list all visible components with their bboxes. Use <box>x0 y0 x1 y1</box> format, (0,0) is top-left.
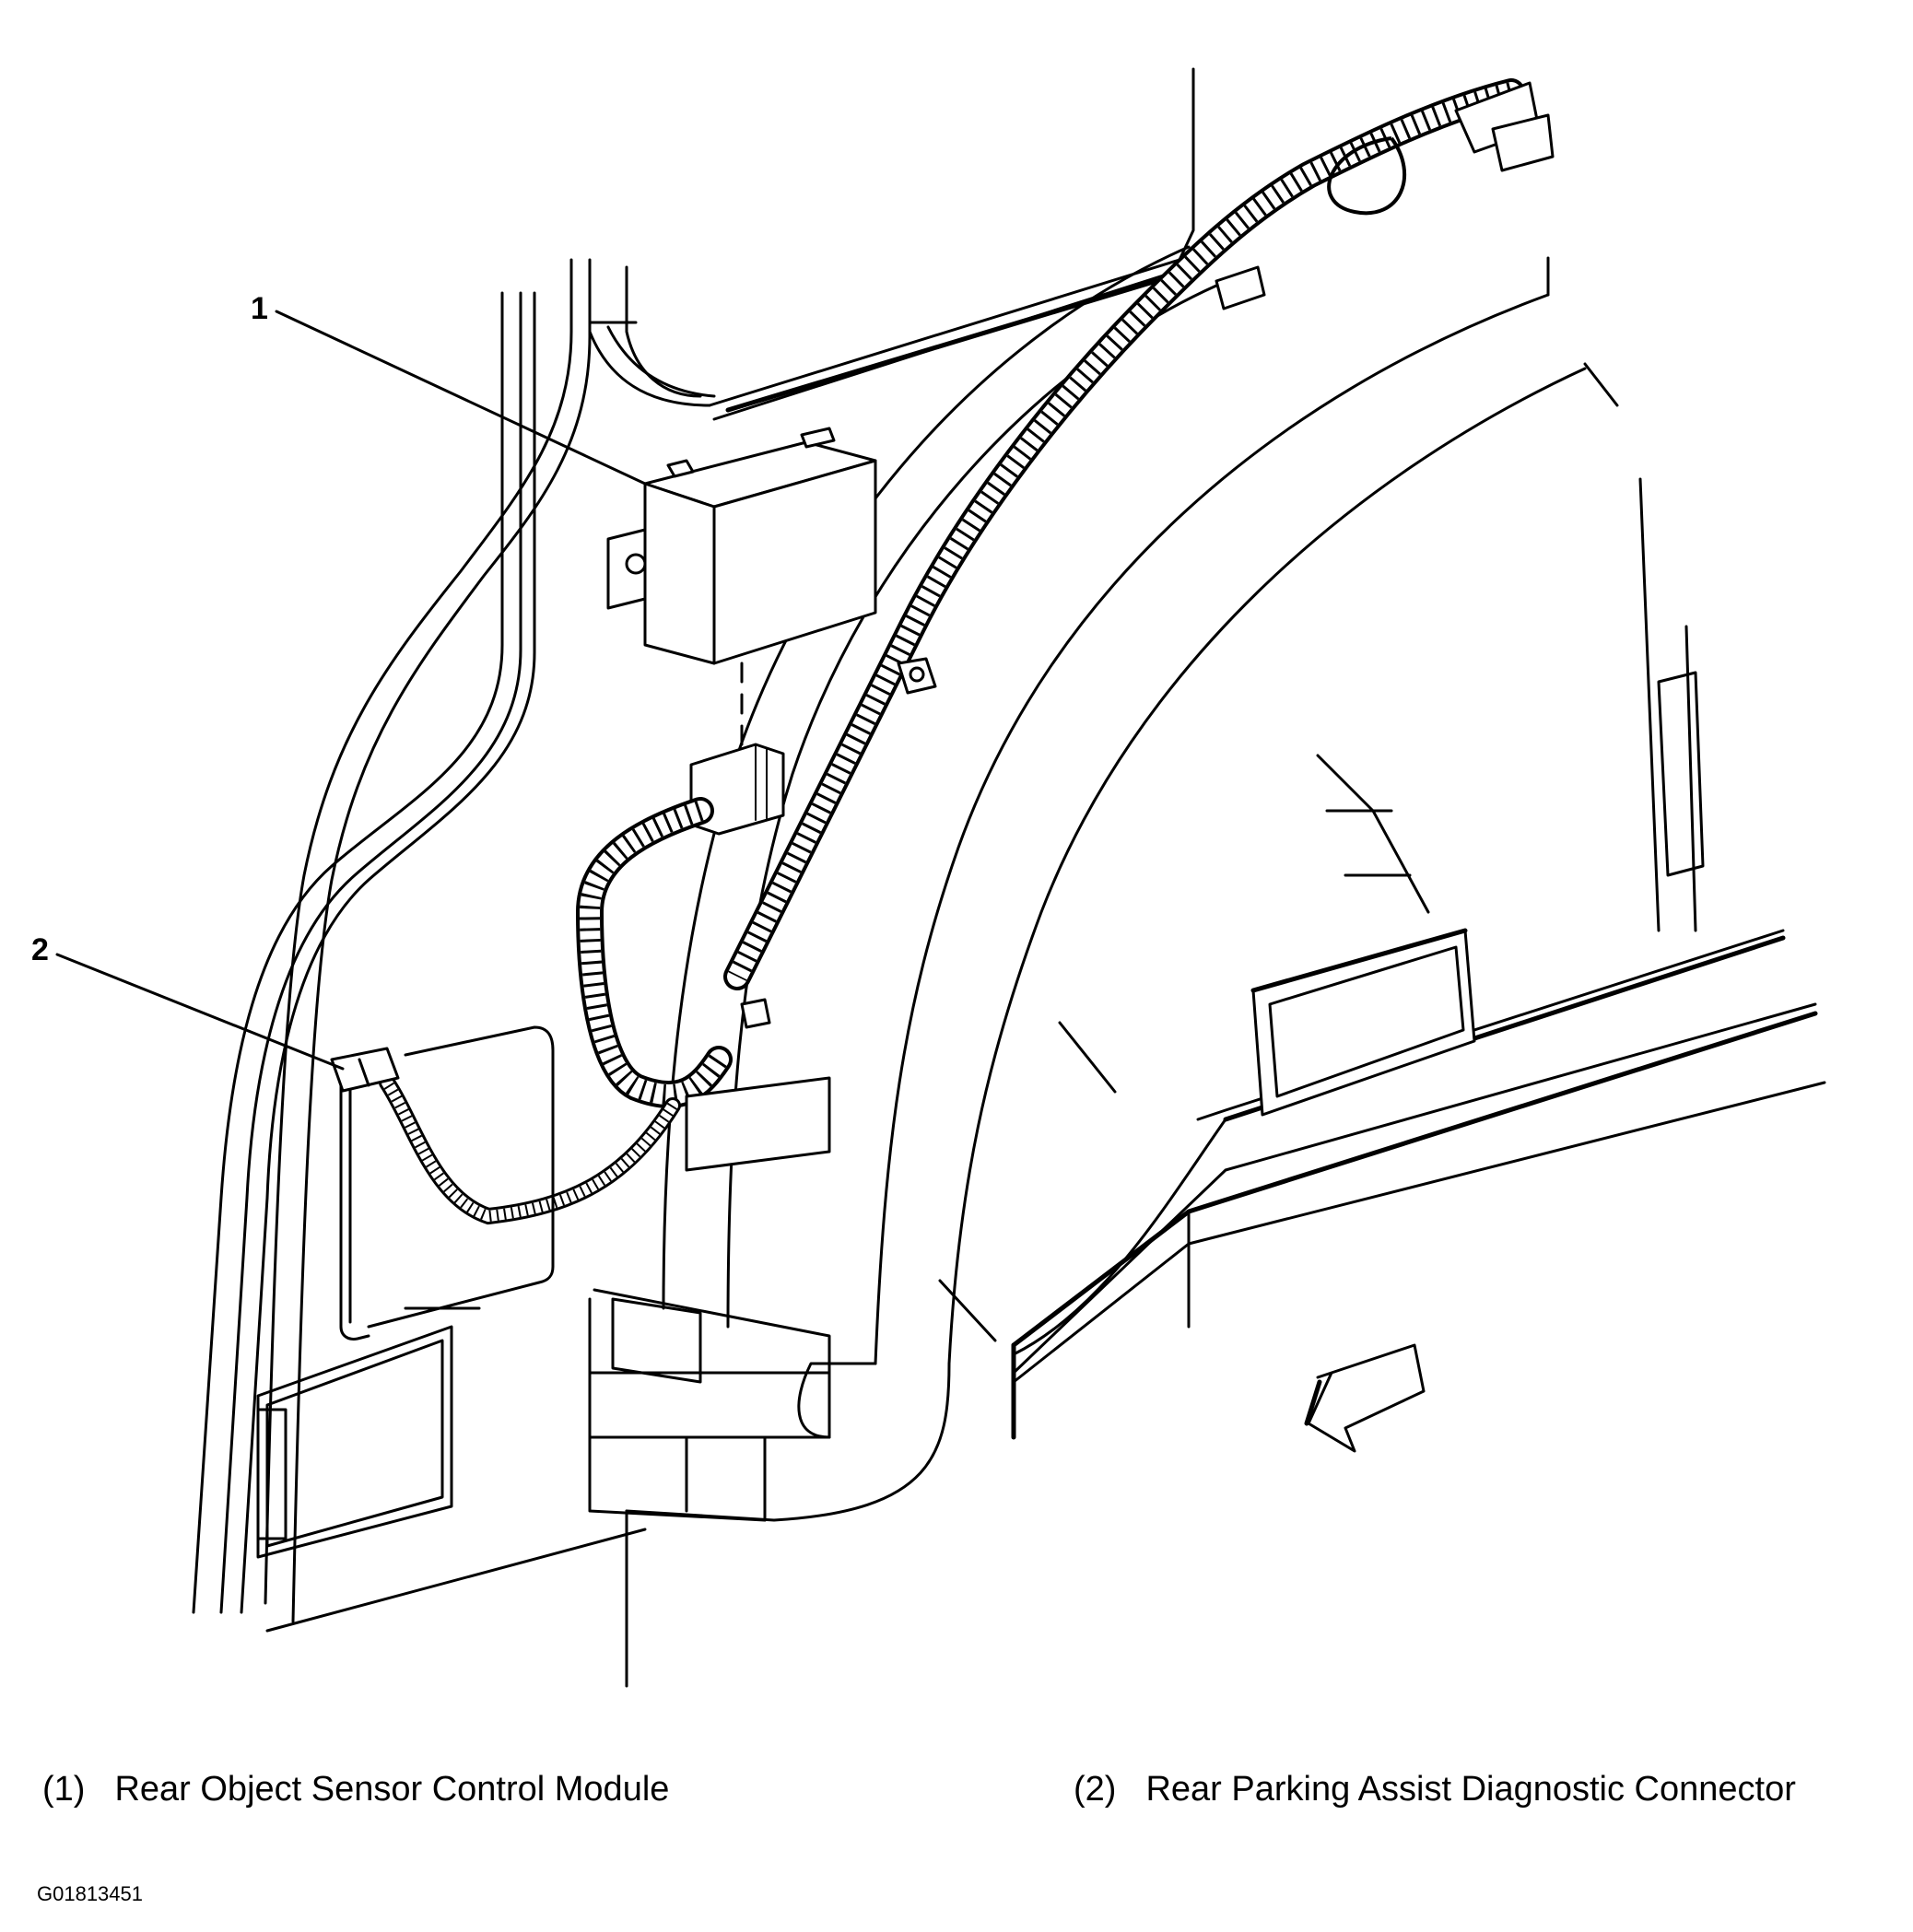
rear-parking-assist-diagnostic-connector <box>330 1025 555 1341</box>
caption-1-number: (1) <box>42 1770 86 1809</box>
harness-clips <box>685 657 937 1172</box>
caption-2: (2) Rear Parking Assist Diagnostic Connec… <box>1074 1770 1796 1809</box>
callout-number-2: 2 <box>31 932 49 967</box>
wheel-arch <box>662 245 1619 1365</box>
caption-1: (1) Rear Object Sensor Control Module <box>42 1770 669 1809</box>
callout-2: 2 <box>31 932 345 1071</box>
lower-body <box>265 929 1826 1688</box>
lower-left-panel <box>256 1325 453 1559</box>
front-direction-arrow-icon <box>1304 1343 1426 1453</box>
caption-2-label: Rear Parking Assist Diagnostic Connector <box>1145 1770 1796 1809</box>
caption-1-label: Rear Object Sensor Control Module <box>114 1770 670 1809</box>
figure-id: G01813451 <box>37 1882 143 1905</box>
left-pillar <box>192 258 592 1623</box>
right-window <box>1250 928 1476 1117</box>
callout-number-1: 1 <box>251 291 268 326</box>
right-trim <box>1316 477 1705 932</box>
rear-object-sensor-control-module <box>606 427 877 665</box>
branch-harness <box>379 797 733 1225</box>
main-wiring-harness <box>723 78 1555 990</box>
callout-1: 1 <box>251 291 647 486</box>
caption-2-number: (2) <box>1074 1770 1117 1809</box>
lower-blocks <box>588 1288 831 1522</box>
